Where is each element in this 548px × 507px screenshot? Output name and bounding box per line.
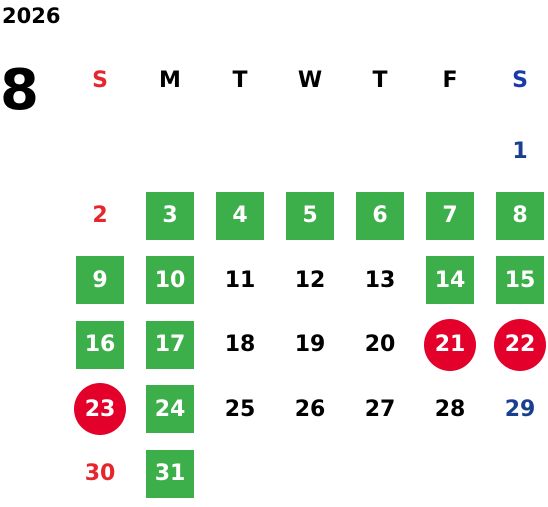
weekday-fri: F — [442, 68, 458, 93]
day-cell[interactable]: 3 — [137, 183, 203, 249]
day-number: 6 — [356, 191, 404, 240]
day-cell[interactable]: 30 — [67, 441, 133, 507]
day-number: 11 — [224, 267, 256, 293]
day-number: 20 — [364, 332, 396, 357]
day-number: 30 — [84, 461, 116, 486]
day-cell[interactable]: 2 — [67, 183, 133, 249]
day-number: 3 — [146, 191, 194, 240]
day-cell[interactable]: 27 — [347, 376, 413, 442]
day-number: 8 — [496, 191, 544, 240]
day-cell[interactable]: 10 — [137, 247, 203, 313]
day-cell[interactable]: 21 — [417, 312, 483, 378]
day-number: 21 — [424, 318, 476, 371]
day-cell[interactable]: 8 — [487, 183, 548, 249]
month-number: 8 — [0, 58, 39, 123]
day-number: 13 — [364, 267, 396, 293]
day-cell[interactable]: 6 — [347, 183, 413, 249]
weekday-mon: M — [159, 68, 181, 93]
weekday-sat: S — [512, 68, 528, 93]
day-number: 31 — [146, 449, 194, 498]
day-cell[interactable]: 15 — [487, 247, 548, 313]
day-cell[interactable]: 7 — [417, 183, 483, 249]
day-number: 4 — [216, 191, 264, 240]
day-cell[interactable]: 19 — [277, 312, 343, 378]
day-number: 27 — [364, 396, 396, 422]
day-number: 7 — [426, 191, 474, 240]
weekday-wed: W — [297, 68, 323, 93]
day-number: 23 — [74, 383, 126, 435]
day-cell[interactable]: 23 — [67, 376, 133, 442]
day-number: 24 — [146, 385, 194, 433]
day-cell[interactable]: 14 — [417, 247, 483, 313]
day-number: 25 — [224, 396, 256, 422]
weekday-sun: S — [92, 68, 108, 93]
day-cell[interactable]: 25 — [207, 376, 273, 442]
day-cell[interactable]: 13 — [347, 247, 413, 313]
day-number: 29 — [504, 396, 536, 422]
day-cell[interactable]: 18 — [207, 312, 273, 378]
day-number: 16 — [76, 320, 124, 369]
day-cell[interactable]: 11 — [207, 247, 273, 313]
day-number: 19 — [294, 332, 326, 357]
day-number: 2 — [92, 203, 108, 228]
day-cell[interactable]: 31 — [137, 441, 203, 507]
day-cell[interactable]: 28 — [417, 376, 483, 442]
day-number: 22 — [494, 318, 546, 371]
day-number: 1 — [512, 138, 528, 164]
day-cell[interactable]: 5 — [277, 183, 343, 249]
day-cell[interactable]: 1 — [487, 118, 548, 184]
day-number: 5 — [286, 191, 334, 240]
day-number: 10 — [146, 256, 194, 304]
year-label: 2026 — [2, 4, 61, 28]
day-cell[interactable]: 17 — [137, 312, 203, 378]
day-number: 15 — [496, 256, 544, 304]
day-cell[interactable]: 4 — [207, 183, 273, 249]
day-cell[interactable]: 29 — [487, 376, 548, 442]
day-number: 26 — [294, 396, 326, 422]
day-cell[interactable]: 22 — [487, 312, 548, 378]
day-number: 9 — [76, 256, 124, 304]
day-cell[interactable]: 20 — [347, 312, 413, 378]
weekday-tue: T — [232, 68, 248, 93]
day-cell[interactable]: 12 — [277, 247, 343, 313]
day-number: 17 — [146, 320, 194, 369]
day-cell[interactable]: 9 — [67, 247, 133, 313]
day-cell[interactable]: 26 — [277, 376, 343, 442]
day-number: 18 — [224, 332, 256, 357]
day-number: 14 — [426, 256, 474, 304]
day-number: 12 — [294, 267, 326, 293]
day-number: 28 — [434, 396, 466, 422]
day-cell[interactable]: 24 — [137, 376, 203, 442]
weekday-thu: T — [372, 68, 388, 93]
day-cell[interactable]: 16 — [67, 312, 133, 378]
